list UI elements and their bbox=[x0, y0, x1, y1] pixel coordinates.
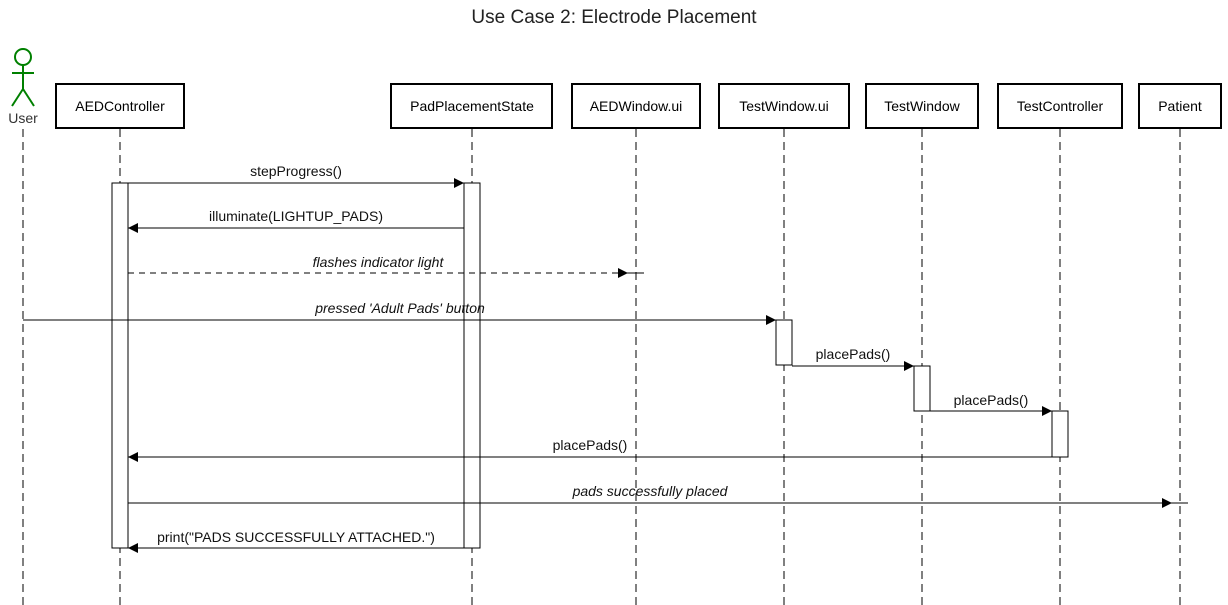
participant-aedwindow-ui: AEDWindow.ui bbox=[571, 83, 701, 129]
participant-label: TestController bbox=[1017, 98, 1104, 114]
message-pads-successfully-placed: pads successfully placed bbox=[128, 483, 1188, 508]
message-flashes-indicator-light: flashes indicator light bbox=[128, 254, 644, 278]
message-label: pressed 'Adult Pads' button bbox=[314, 300, 485, 316]
participant-label: AEDController bbox=[75, 98, 165, 114]
message-label: placePads() bbox=[954, 392, 1029, 408]
participant-label: AEDWindow.ui bbox=[590, 98, 683, 114]
message-label: placePads() bbox=[816, 346, 891, 362]
participant-testwindow: TestWindow bbox=[865, 83, 979, 129]
message-label: placePads() bbox=[553, 437, 628, 453]
message-label: print("PADS SUCCESSFULLY ATTACHED.") bbox=[157, 529, 435, 545]
message-label: illuminate(LIGHTUP_PADS) bbox=[209, 208, 383, 224]
padplacementstate-activation-bar bbox=[463, 182, 481, 549]
message-label: stepProgress() bbox=[250, 163, 342, 179]
message-place-pads-2: placePads() bbox=[930, 392, 1052, 416]
participant-patient: Patient bbox=[1138, 83, 1222, 129]
testwindow-ui-activation-bar bbox=[775, 319, 793, 366]
participant-label: Patient bbox=[1158, 98, 1202, 114]
message-pressed-adult-pads: pressed 'Adult Pads' button bbox=[23, 300, 776, 325]
participant-aedcontroller: AEDController bbox=[55, 83, 185, 129]
participant-padplacementstate: PadPlacementState bbox=[390, 83, 553, 129]
participant-testwindow-ui: TestWindow.ui bbox=[718, 83, 850, 129]
message-label: pads successfully placed bbox=[572, 483, 729, 499]
participant-label: PadPlacementState bbox=[410, 98, 534, 114]
participant-testcontroller: TestController bbox=[997, 83, 1123, 129]
user-actor-label: User bbox=[8, 110, 38, 126]
user-stick-figure-icon bbox=[11, 48, 35, 107]
participant-label: TestWindow.ui bbox=[739, 98, 828, 114]
testcontroller-activation-bar bbox=[1051, 410, 1069, 458]
diagram-title: Use Case 2: Electrode Placement bbox=[471, 7, 757, 28]
message-place-pads-3: placePads() bbox=[128, 437, 1052, 462]
user-actor: User bbox=[8, 48, 38, 126]
aedcontroller-activation-bar bbox=[111, 182, 129, 549]
message-place-pads-1: placePads() bbox=[792, 346, 914, 371]
message-label: flashes indicator light bbox=[313, 254, 445, 270]
message-step-progress: stepProgress() bbox=[128, 163, 464, 188]
testwindow-activation-bar bbox=[913, 365, 931, 412]
message-illuminate: illuminate(LIGHTUP_PADS) bbox=[128, 208, 464, 233]
participant-label: TestWindow bbox=[884, 98, 960, 114]
message-print-attached: print("PADS SUCCESSFULLY ATTACHED.") bbox=[128, 529, 464, 553]
